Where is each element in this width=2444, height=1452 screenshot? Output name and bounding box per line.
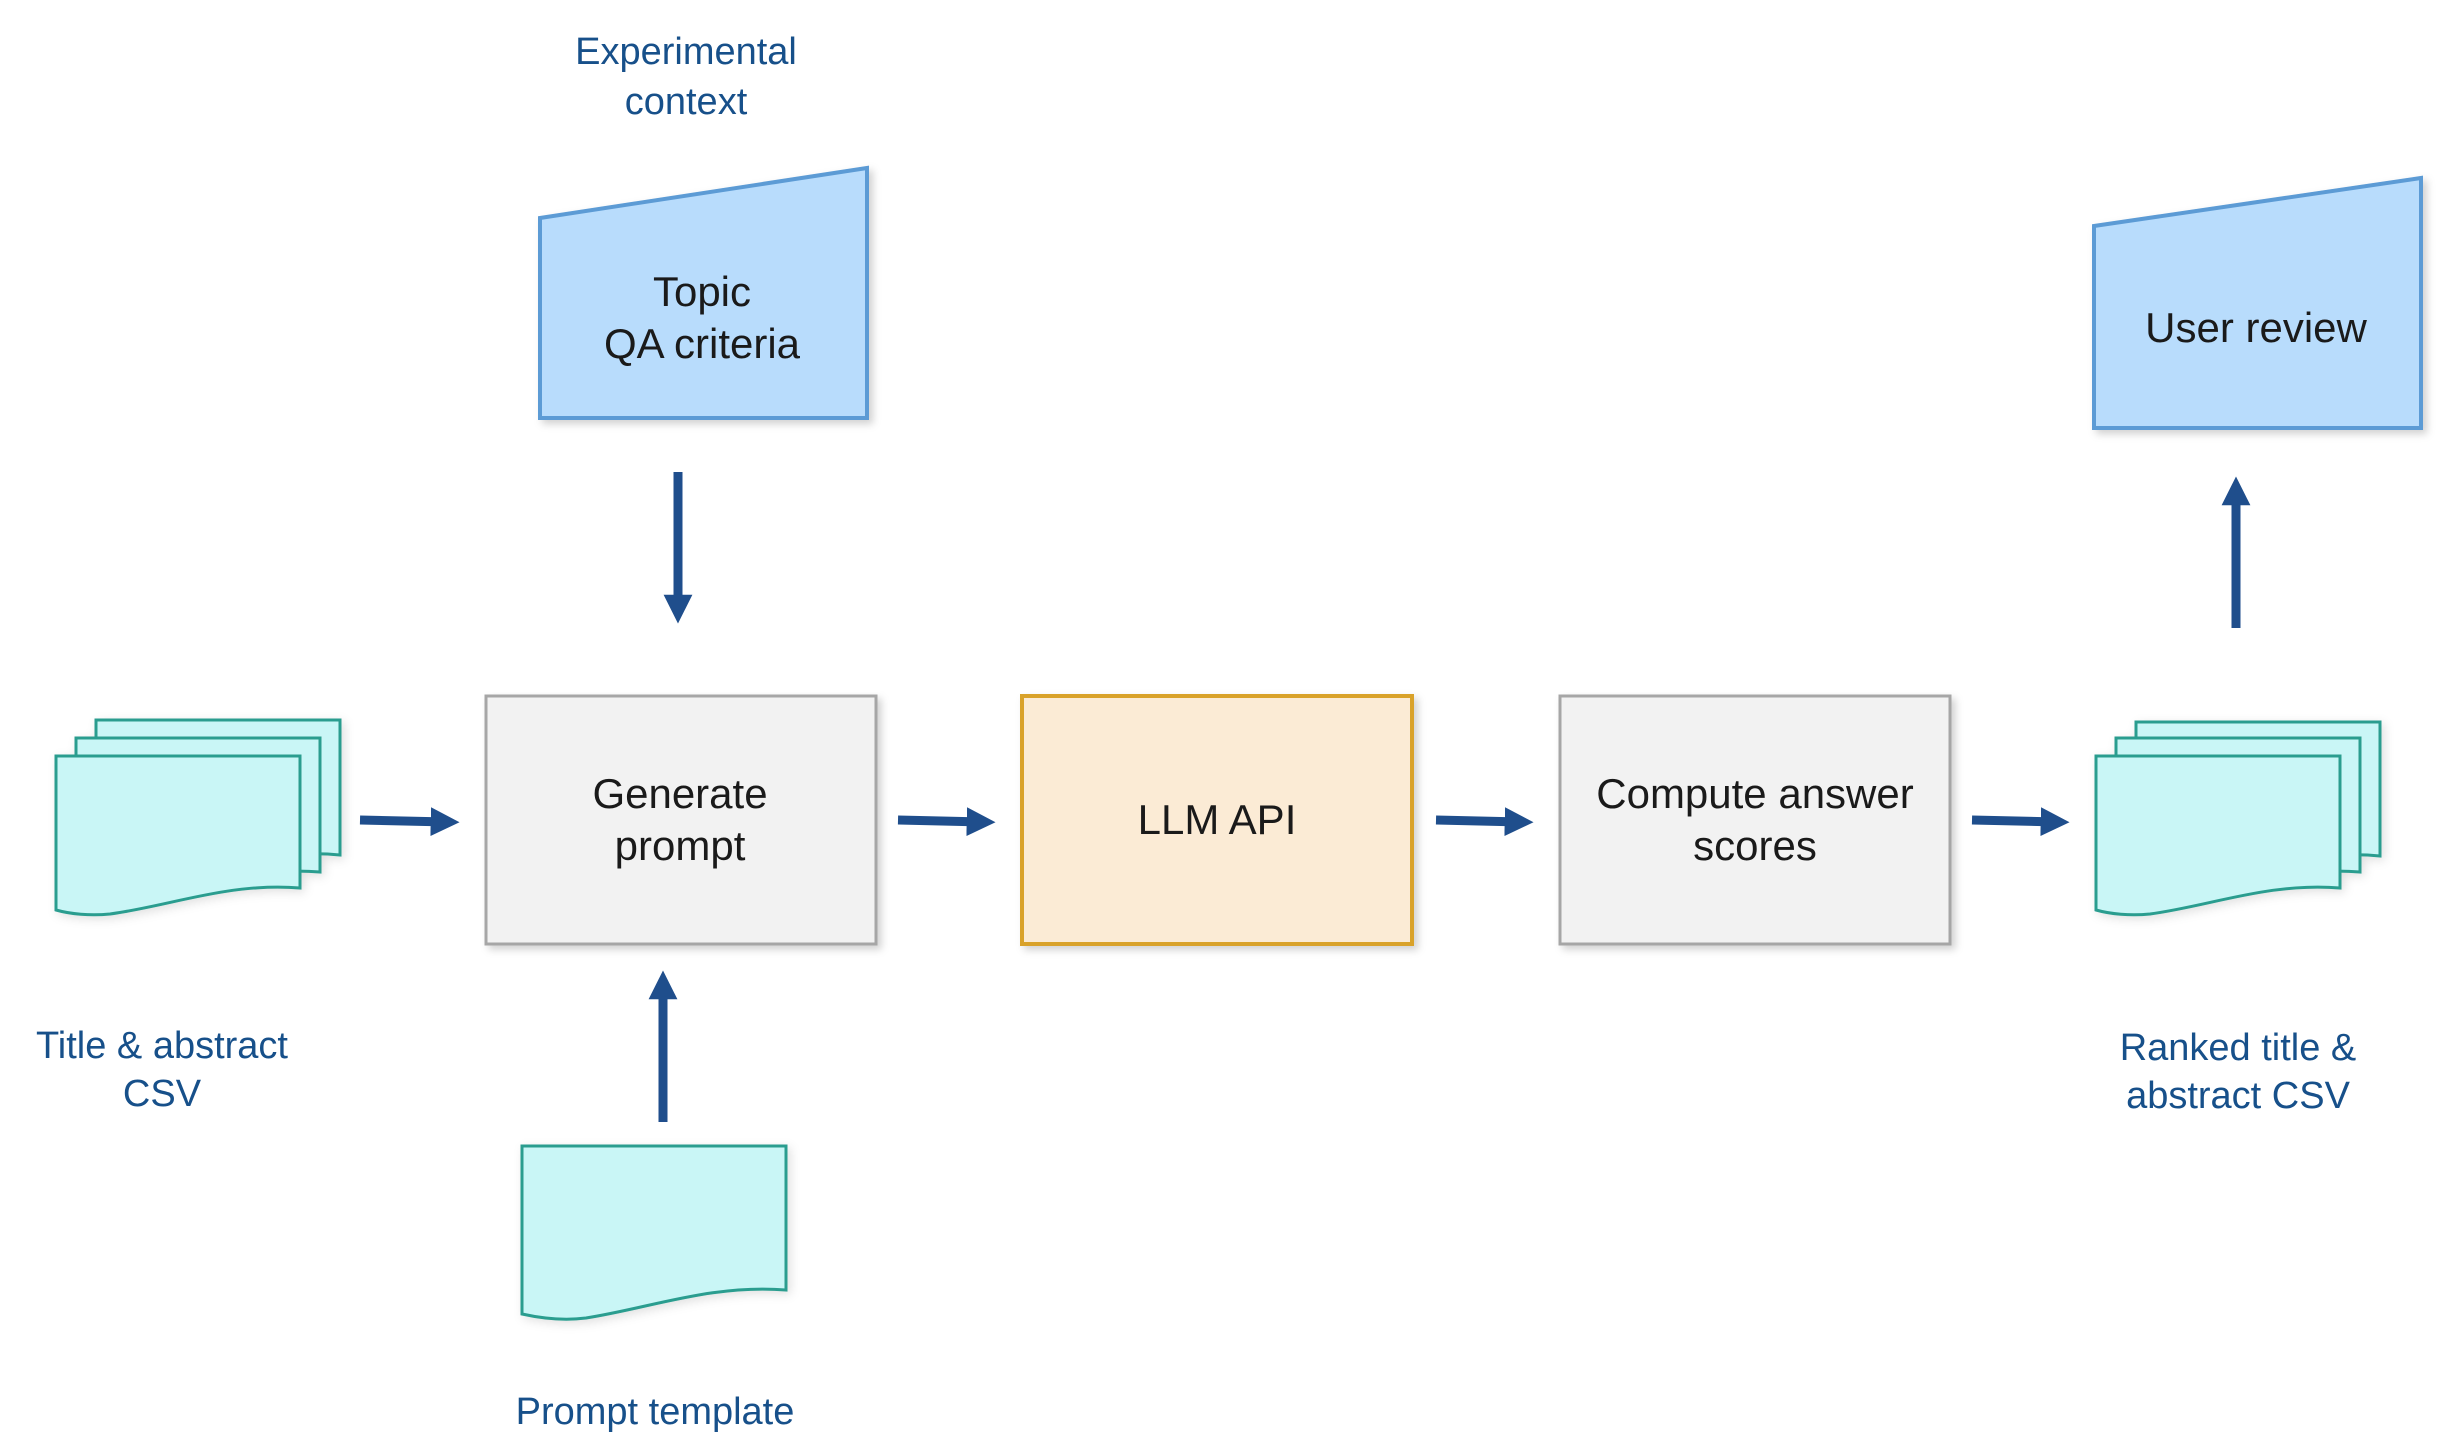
generate-prompt-node: Generate prompt: [484, 694, 878, 946]
document-stack-icon: [2094, 720, 2382, 917]
experimental-context-label-line2: context: [625, 81, 748, 123]
document-stack-icon: [54, 718, 342, 917]
compute-answer-label: Compute answer: [1596, 770, 1913, 817]
arrow-icon: [359, 807, 460, 837]
scores-label: scores: [1693, 822, 1817, 869]
llm-api-label: LLM API: [1138, 796, 1297, 843]
qa-criteria-label: QA criteria: [604, 320, 801, 367]
user-review-node: User review: [2092, 175, 2423, 430]
title-abstract-label-line1: Title & abstract: [36, 1025, 288, 1067]
ranked-label-line2: abstract CSV: [2126, 1075, 2351, 1117]
generate-label: Generate: [592, 770, 767, 817]
arrow-icon: [1971, 807, 2070, 836]
topic-qa-criteria-node: Topic QA criteria: [538, 165, 869, 420]
prompt-label: prompt: [615, 822, 746, 869]
user-review-label: User review: [2145, 304, 2367, 351]
document-icon: [520, 1144, 788, 1321]
ranked-label-line1: Ranked title &: [2120, 1027, 2357, 1069]
topic-label: Topic: [653, 268, 751, 315]
compute-answer-scores-node: Compute answer scores: [1558, 694, 1952, 946]
llm-api-node: LLM API: [1020, 694, 1414, 946]
title-abstract-label-line2: CSV: [123, 1073, 202, 1115]
arrow-icon: [897, 807, 996, 836]
arrow-icon: [1435, 807, 1534, 836]
prompt-template-label: Prompt template: [516, 1391, 795, 1433]
experimental-context-label-line1: Experimental: [575, 31, 797, 73]
